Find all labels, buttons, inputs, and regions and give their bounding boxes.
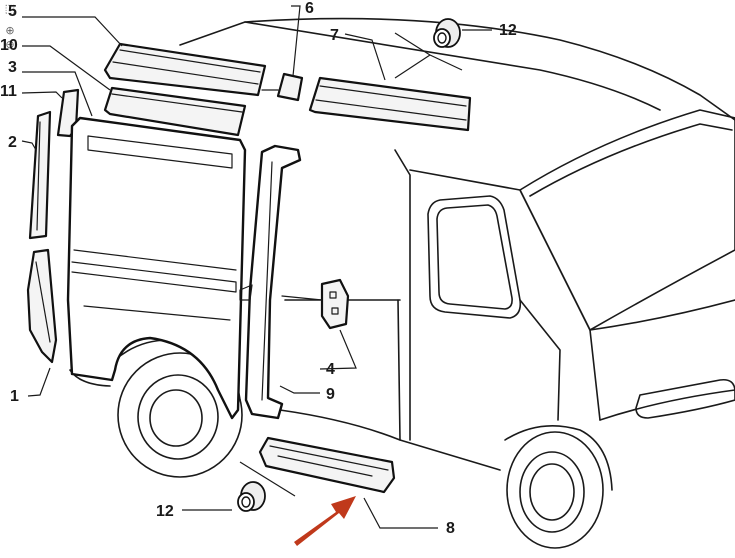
zoom-in-icon[interactable]: ⊕ bbox=[5, 24, 15, 37]
part-sill-step[interactable] bbox=[258, 436, 396, 494]
part-plug-bottom[interactable] bbox=[237, 481, 266, 512]
part-roof-front[interactable] bbox=[308, 76, 472, 132]
part-b-pillar[interactable] bbox=[239, 144, 302, 420]
callout-9: 9 bbox=[326, 386, 335, 403]
expand-icon[interactable]: ⬚ bbox=[4, 2, 16, 15]
part-latch-bracket[interactable] bbox=[281, 278, 350, 330]
leader-lines bbox=[21, 5, 492, 529]
callout-12-top: 12 bbox=[499, 22, 517, 39]
part-roof-rail[interactable] bbox=[103, 86, 247, 137]
callout-4: 4 bbox=[326, 361, 335, 378]
part-rear-pillar-upper[interactable] bbox=[28, 110, 52, 240]
callout-10: 10 bbox=[0, 37, 18, 54]
part-rear-pillar-lower[interactable] bbox=[26, 248, 58, 364]
callout-3: 3 bbox=[8, 59, 17, 76]
part-plug-top[interactable] bbox=[433, 18, 461, 48]
part-side-panel[interactable] bbox=[66, 116, 247, 420]
van-body-outline bbox=[69, 17, 735, 549]
highlight-arrow bbox=[294, 496, 356, 546]
part-roof-rear-upper[interactable] bbox=[103, 42, 267, 97]
callout-12-bottom: 12 bbox=[156, 503, 174, 520]
zoom-out-icon[interactable]: ⊖ bbox=[5, 38, 15, 51]
callout-2: 2 bbox=[8, 134, 17, 151]
pointer-line-8 bbox=[239, 461, 296, 497]
callout-7: 7 bbox=[330, 27, 339, 44]
pointer-lines-7 bbox=[394, 32, 463, 79]
part-bracket[interactable] bbox=[261, 72, 304, 102]
callout-11: 11 bbox=[0, 83, 17, 100]
callout-labels: 5 6 7 12 10 3 11 2 1 4 9 8 12 bbox=[0, 0, 517, 537]
callout-6: 6 bbox=[305, 0, 314, 17]
callout-5: 5 bbox=[8, 3, 17, 20]
callout-8: 8 bbox=[446, 520, 455, 537]
callout-1: 1 bbox=[10, 388, 19, 405]
